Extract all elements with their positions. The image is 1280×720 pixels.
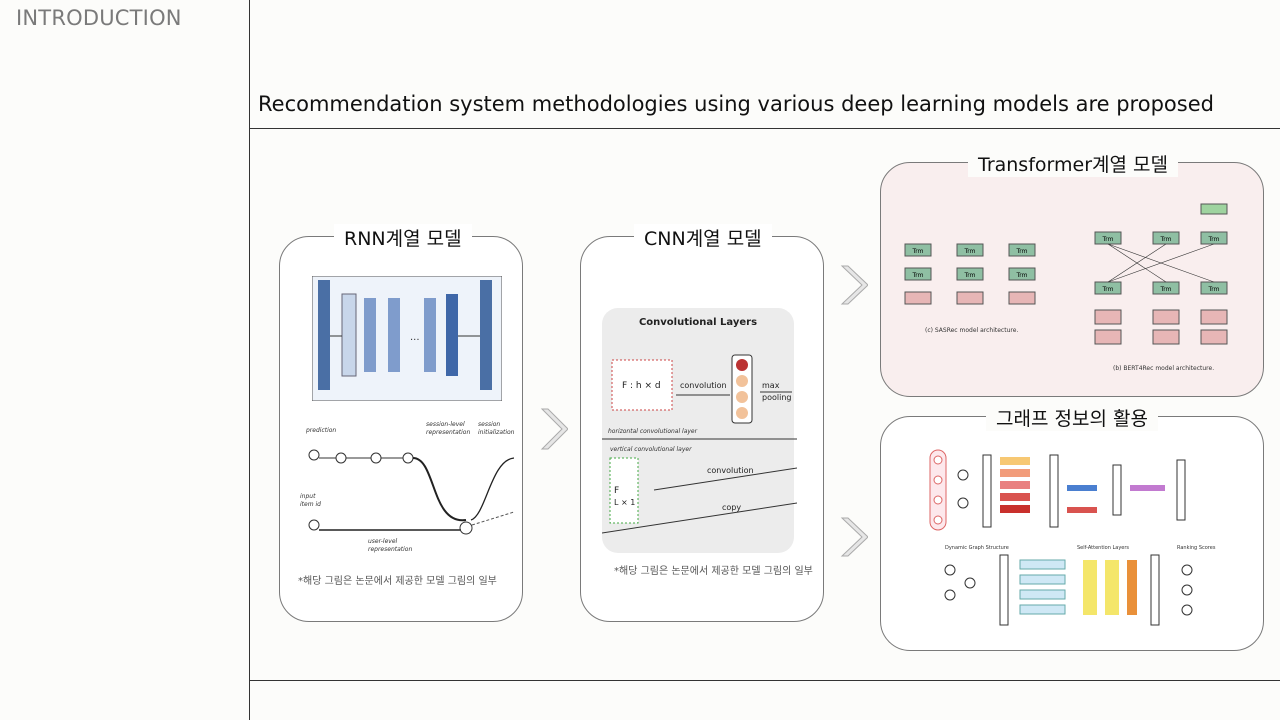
headline: Recommendation system methodologies usin… xyxy=(258,92,1214,116)
chevron-right-icon xyxy=(840,517,868,557)
svg-text:Trm: Trm xyxy=(1208,236,1220,243)
svg-text:F: F xyxy=(614,486,619,496)
divider-vertical xyxy=(249,0,250,720)
rnn-panel-title: RNN계열 모델 xyxy=(334,224,472,251)
svg-text:Trm: Trm xyxy=(1102,286,1114,293)
cnn-caption: *해당 그림은 논문에서 제공한 모델 그림의 일부 xyxy=(614,566,813,577)
svg-text:Trm: Trm xyxy=(1016,248,1028,255)
cnn-panel-title: CNN계열 모델 xyxy=(634,224,772,251)
svg-text:session-level: session-level xyxy=(426,421,465,428)
svg-text:Trm: Trm xyxy=(1102,236,1114,243)
svg-text:Trm: Trm xyxy=(1208,286,1220,293)
svg-text:user-level: user-level xyxy=(368,538,398,545)
svg-text:input: input xyxy=(300,493,316,500)
cnn-conv-diagram: Convolutional Layers F : h × d convoluti… xyxy=(602,308,797,553)
transformer-panel-title: Transformer계열 모델 xyxy=(968,150,1178,177)
transformer-panel xyxy=(880,162,1264,397)
svg-text:Trm: Trm xyxy=(1016,272,1028,279)
svg-text:vertical convolutional layer: vertical convolutional layer xyxy=(610,446,692,453)
svg-text:convolution: convolution xyxy=(707,466,754,475)
svg-text:horizontal convolutional layer: horizontal convolutional layer xyxy=(608,428,698,435)
svg-text:Convolutional Layers: Convolutional Layers xyxy=(639,317,757,328)
svg-text:session: session xyxy=(478,421,500,428)
svg-text:(c) SASRec model architecture.: (c) SASRec model architecture. xyxy=(925,327,1018,334)
graph-diagram: Dynamic Graph Structure Self-Attention L… xyxy=(929,449,1216,626)
svg-text:convolution: convolution xyxy=(680,381,727,390)
svg-text:Trm: Trm xyxy=(912,248,924,255)
svg-text:item id: item id xyxy=(300,501,321,508)
svg-text:Self-Attention Layers: Self-Attention Layers xyxy=(1077,545,1129,551)
transformer-diagram: Trm Trm Trm Trm Trm Trm (c) SASRec model… xyxy=(904,203,1228,372)
divider-bottom xyxy=(249,680,1280,681)
svg-text:Trm: Trm xyxy=(964,248,976,255)
svg-text:F : h × d: F : h × d xyxy=(622,381,661,391)
svg-text:copy: copy xyxy=(722,503,741,512)
svg-text:Ranking Scores: Ranking Scores xyxy=(1177,545,1216,551)
section-label: INTRODUCTION xyxy=(16,6,182,30)
chevron-right-icon xyxy=(540,408,568,450)
rnn-session-diagram: prediction session-level representation … xyxy=(300,421,515,553)
divider-top xyxy=(249,128,1280,129)
svg-text:(b) BERT4Rec model architectur: (b) BERT4Rec model architecture. xyxy=(1113,365,1214,372)
svg-text:representation: representation xyxy=(426,429,470,436)
svg-text:Dynamic Graph Structure: Dynamic Graph Structure xyxy=(945,545,1009,551)
svg-text:Trm: Trm xyxy=(1160,286,1172,293)
svg-text:representation: representation xyxy=(368,546,412,553)
svg-text:Trm: Trm xyxy=(912,272,924,279)
rnn-architecture-diagram: ... xyxy=(312,276,502,401)
svg-text:Trm: Trm xyxy=(964,272,976,279)
svg-text:max: max xyxy=(762,381,780,390)
rnn-caption: *해당 그림은 논문에서 제공한 모델 그림의 일부 xyxy=(298,576,497,587)
svg-text:initialization: initialization xyxy=(478,429,515,436)
svg-text:prediction: prediction xyxy=(305,427,336,434)
svg-text:L × 1: L × 1 xyxy=(614,498,635,507)
svg-text:pooling: pooling xyxy=(762,393,791,402)
graph-panel-title: 그래프 정보의 활용 xyxy=(986,404,1158,431)
svg-text:Trm: Trm xyxy=(1160,236,1172,243)
svg-text:...: ... xyxy=(410,332,420,343)
chevron-right-icon xyxy=(840,265,868,305)
